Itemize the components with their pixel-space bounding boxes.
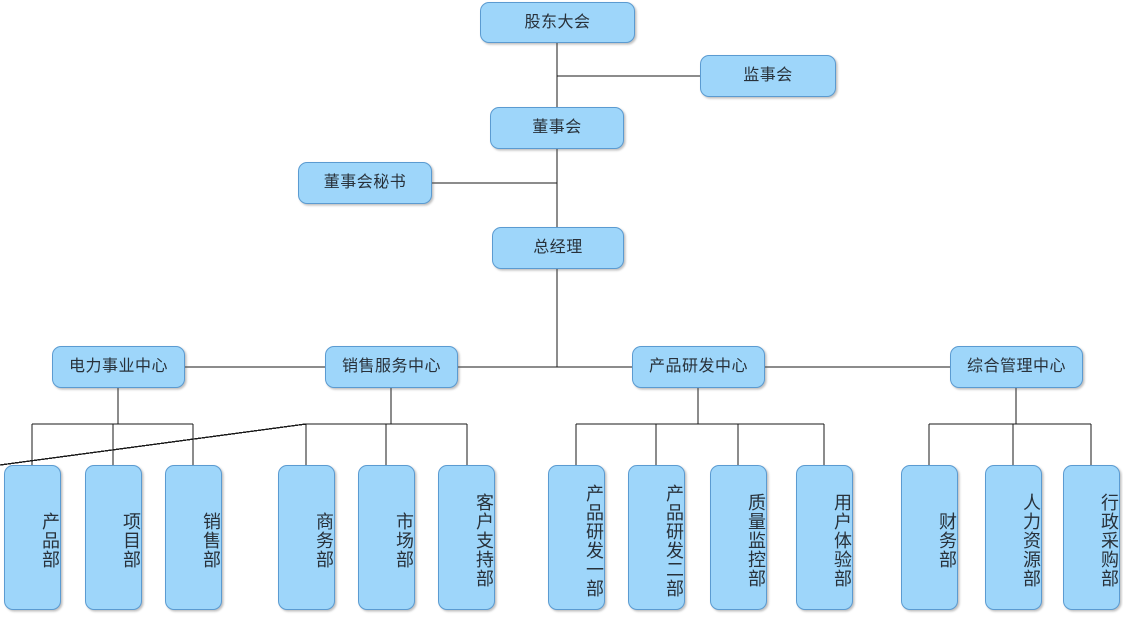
- node-label: 产品研发一部: [584, 483, 604, 598]
- node-general-management-center[interactable]: 综合管理中心: [950, 346, 1083, 388]
- node-board-of-directors[interactable]: 董事会: [490, 107, 624, 149]
- node-board-secretary[interactable]: 董事会秘书: [298, 162, 432, 204]
- node-marketing-dept[interactable]: 市场部: [358, 465, 415, 610]
- node-label: 总经理: [533, 239, 583, 257]
- node-label: 产品研发中心: [648, 358, 748, 376]
- node-finance-dept[interactable]: 财务部: [901, 465, 958, 610]
- node-label: 产品部: [40, 512, 60, 569]
- node-label: 电力事业中心: [68, 358, 168, 376]
- node-label: 用户体验部: [832, 493, 852, 588]
- node-label: 市场部: [394, 512, 414, 569]
- node-product-rnd-dept-1[interactable]: 产品研发一部: [548, 465, 605, 610]
- node-label: 股东大会: [524, 13, 591, 31]
- node-shareholders-meeting[interactable]: 股东大会: [480, 2, 635, 43]
- node-business-affairs-dept[interactable]: 商务部: [278, 465, 335, 610]
- node-product-dept[interactable]: 产品部: [4, 465, 61, 610]
- node-product-rnd-center[interactable]: 产品研发中心: [632, 346, 765, 388]
- node-label: 商务部: [314, 512, 334, 569]
- node-label: 行政采购部: [1099, 493, 1119, 588]
- node-label: 监事会: [743, 67, 793, 85]
- node-label: 董事会: [532, 119, 582, 137]
- node-label: 财务部: [937, 512, 957, 569]
- node-label: 项目部: [121, 512, 141, 569]
- node-label: 销售服务中心: [341, 358, 441, 376]
- node-label: 综合管理中心: [966, 358, 1066, 376]
- node-label: 董事会秘书: [323, 174, 407, 192]
- node-human-resources-dept[interactable]: 人力资源部: [985, 465, 1042, 610]
- node-label: 质量监控部: [746, 493, 766, 588]
- node-board-of-supervisors[interactable]: 监事会: [700, 55, 836, 97]
- node-label: 客户支持部: [474, 493, 494, 588]
- node-admin-procurement-dept[interactable]: 行政采购部: [1063, 465, 1120, 610]
- node-label: 人力资源部: [1021, 493, 1041, 588]
- node-general-manager[interactable]: 总经理: [492, 227, 624, 269]
- node-project-dept[interactable]: 项目部: [85, 465, 142, 610]
- node-sales-service-center[interactable]: 销售服务中心: [325, 346, 458, 388]
- node-label: 销售部: [201, 512, 221, 569]
- node-label: 产品研发二部: [664, 483, 684, 598]
- node-product-rnd-dept-2[interactable]: 产品研发二部: [628, 465, 685, 610]
- node-customer-support-dept[interactable]: 客户支持部: [438, 465, 495, 610]
- node-quality-monitoring-dept[interactable]: 质量监控部: [710, 465, 767, 610]
- node-user-experience-dept[interactable]: 用户体验部: [796, 465, 853, 610]
- node-sales-dept[interactable]: 销售部: [165, 465, 222, 610]
- node-power-business-center[interactable]: 电力事业中心: [52, 346, 185, 388]
